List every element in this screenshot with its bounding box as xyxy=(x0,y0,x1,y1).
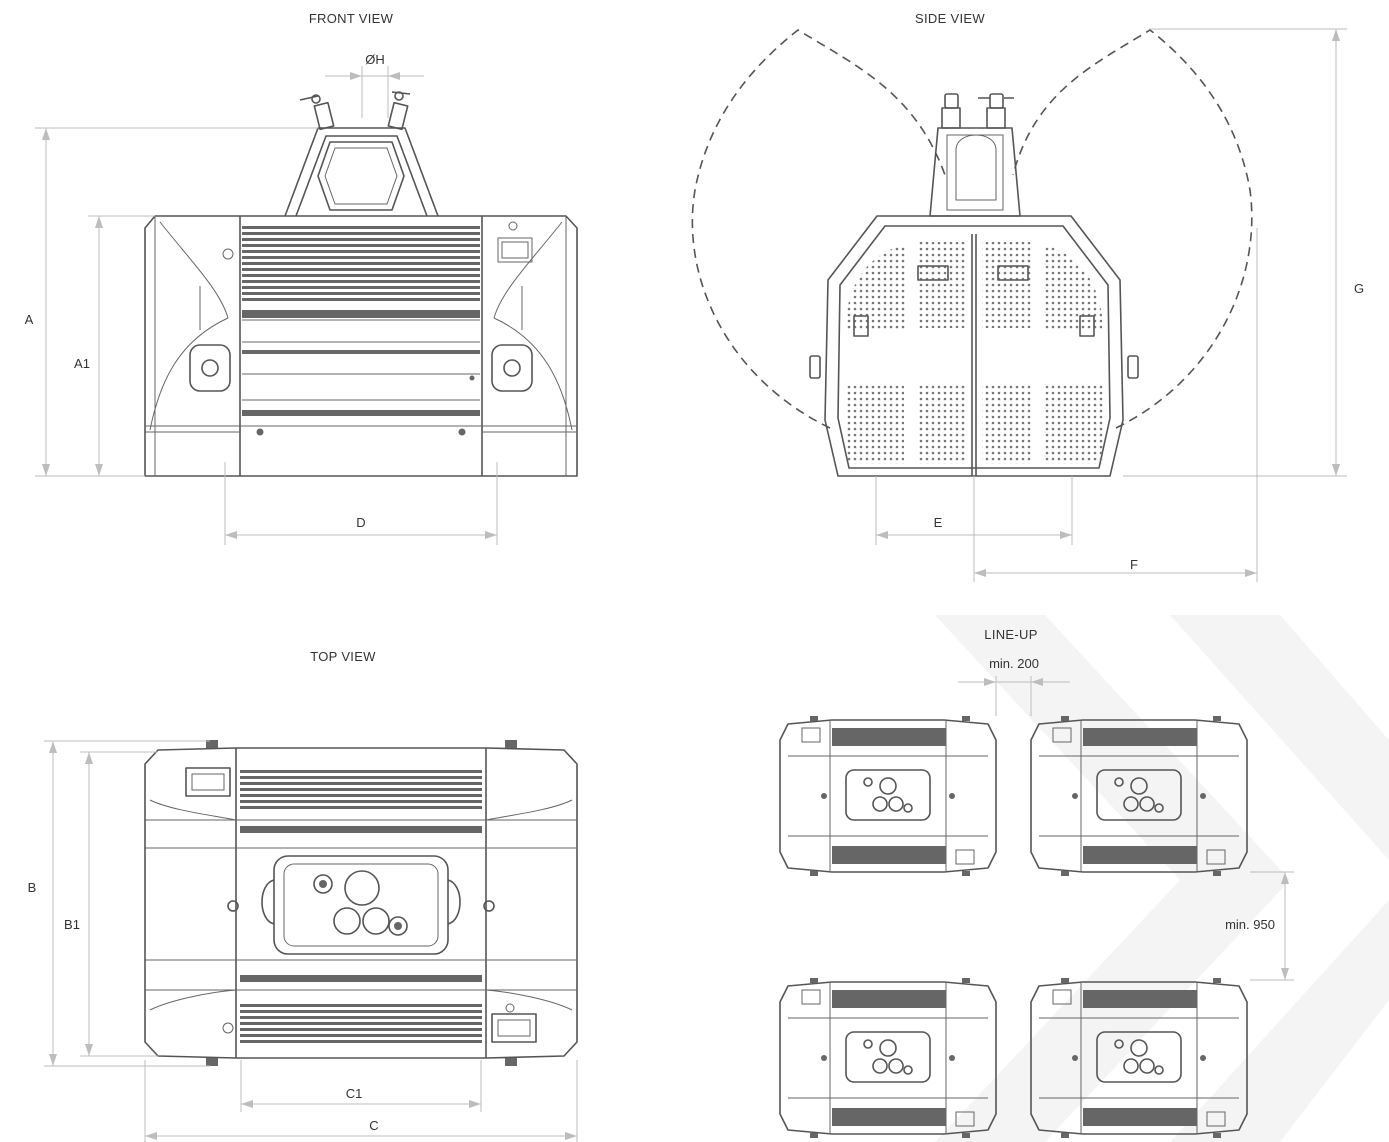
lineup-title: LINE-UP xyxy=(984,627,1037,642)
front-view-dimensions xyxy=(35,66,498,545)
dim-label-min200: min. 200 xyxy=(989,656,1039,671)
dim-label-f: F xyxy=(1130,557,1138,572)
dim-label-e: E xyxy=(934,515,943,530)
top-view-title: TOP VIEW xyxy=(310,649,376,664)
dim-label-a: A xyxy=(25,312,34,327)
side-view-dimensions xyxy=(875,28,1347,582)
dim-label-c1: C1 xyxy=(346,1086,363,1101)
watermark-chevron xyxy=(935,615,1389,1142)
dim-label-a1: A1 xyxy=(74,356,90,371)
top-view-dimensions xyxy=(44,740,578,1142)
side-view-drawing xyxy=(691,29,1253,477)
dim-label-c: C xyxy=(369,1118,378,1133)
top-view-drawing xyxy=(144,740,578,1066)
dim-label-b1: B1 xyxy=(64,917,80,932)
dim-label-b: B xyxy=(28,880,37,895)
dim-label-d: D xyxy=(356,515,365,530)
dim-label-h: ØH xyxy=(365,52,385,67)
front-view-drawing xyxy=(144,91,578,477)
dim-label-min950: min. 950 xyxy=(1225,917,1275,932)
side-view-title: SIDE VIEW xyxy=(915,11,985,26)
dim-label-g: G xyxy=(1354,281,1364,296)
lineup-dimensions xyxy=(958,676,1294,981)
front-view-title: FRONT VIEW xyxy=(309,11,394,26)
